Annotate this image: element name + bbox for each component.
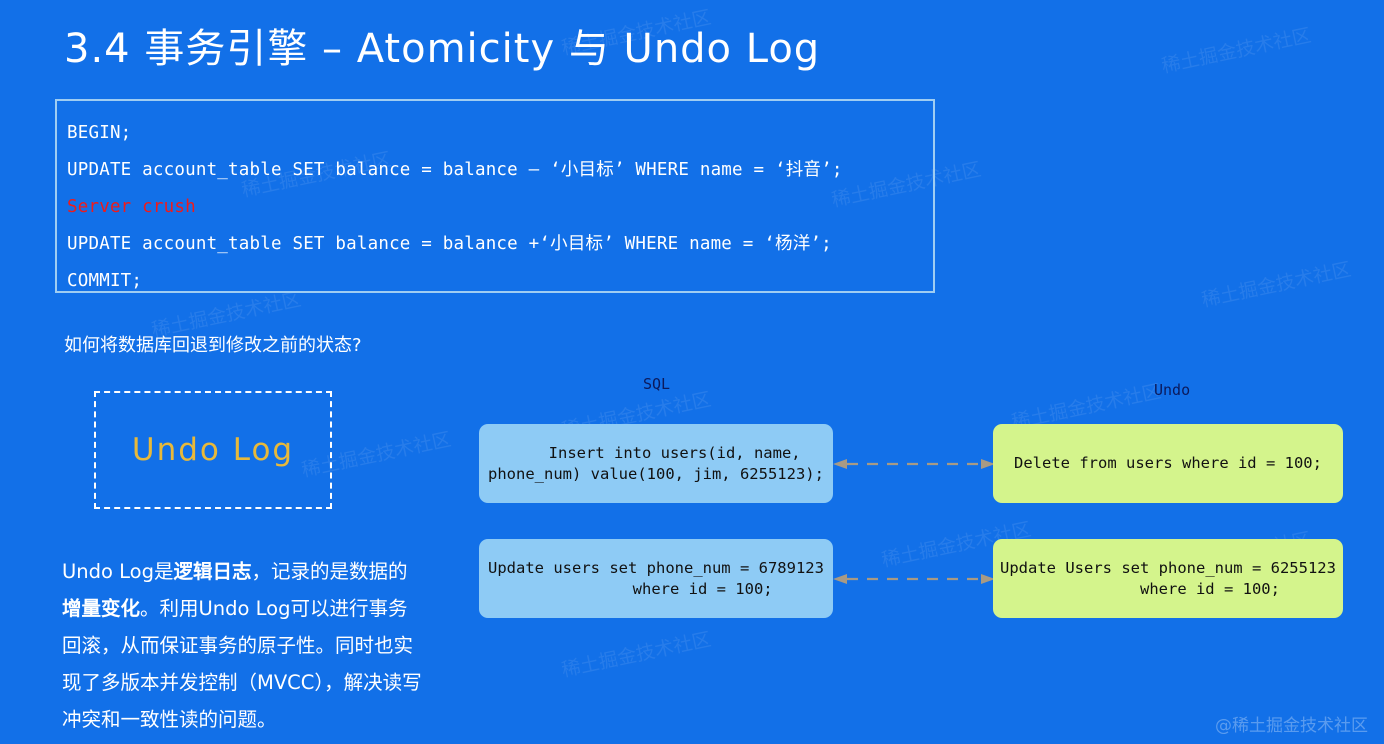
undo-log-callout-label: Undo Log [131, 432, 295, 468]
watermark-tile: 稀土掘金技术社区 [1159, 24, 1313, 78]
undo-statement-box-2: Update Users set phone_num = 6255123 whe… [993, 539, 1343, 618]
sql-code-block: BEGIN; UPDATE account_table SET balance … [55, 99, 935, 293]
paragraph-part-2: ，记录的是数据的 [251, 560, 408, 583]
paragraph-part-3: 。利用Undo Log可以进行事务回滚，从而保证事务的原子性。同时也实现了多版本… [62, 597, 422, 731]
connector-arrow-2 [833, 572, 995, 586]
connector-arrow-1 [833, 457, 995, 471]
undo-statement-box-1: Delete from users where id = 100; [993, 424, 1343, 503]
code-line: UPDATE account_table SET balance = balan… [67, 234, 832, 254]
column-header-sql: SQL [643, 375, 671, 393]
page-title: 3.4 事务引擎 – Atomicity 与 Undo Log [64, 26, 821, 72]
paragraph-part-1: Undo Log是 [62, 560, 174, 583]
code-line-server-crush: Server crush [67, 197, 196, 217]
question-text: 如何将数据库回退到修改之前的状态? [64, 335, 362, 356]
undo-log-callout-box: Undo Log [94, 391, 332, 509]
watermark-corner: @稀土掘金技术社区 [1215, 716, 1368, 736]
paragraph-bold-2: 增量变化 [62, 597, 141, 620]
code-line: UPDATE account_table SET balance = balan… [67, 160, 843, 180]
column-header-undo: Undo [1154, 381, 1191, 399]
paragraph-bold-1: 逻辑日志 [173, 560, 252, 583]
watermark-tile: 稀土掘金技术社区 [559, 628, 713, 682]
description-paragraph: Undo Log是逻辑日志，记录的是数据的增量变化。利用Undo Log可以进行… [62, 553, 422, 738]
sql-statement-box-2: Update users set phone_num = 6789123 whe… [479, 539, 833, 618]
code-line: BEGIN; [67, 123, 132, 143]
code-line: COMMIT; [67, 271, 143, 291]
watermark-tile: 稀土掘金技术社区 [1199, 258, 1353, 312]
sql-statement-box-1: Insert into users(id, name, phone_num) v… [479, 424, 833, 503]
